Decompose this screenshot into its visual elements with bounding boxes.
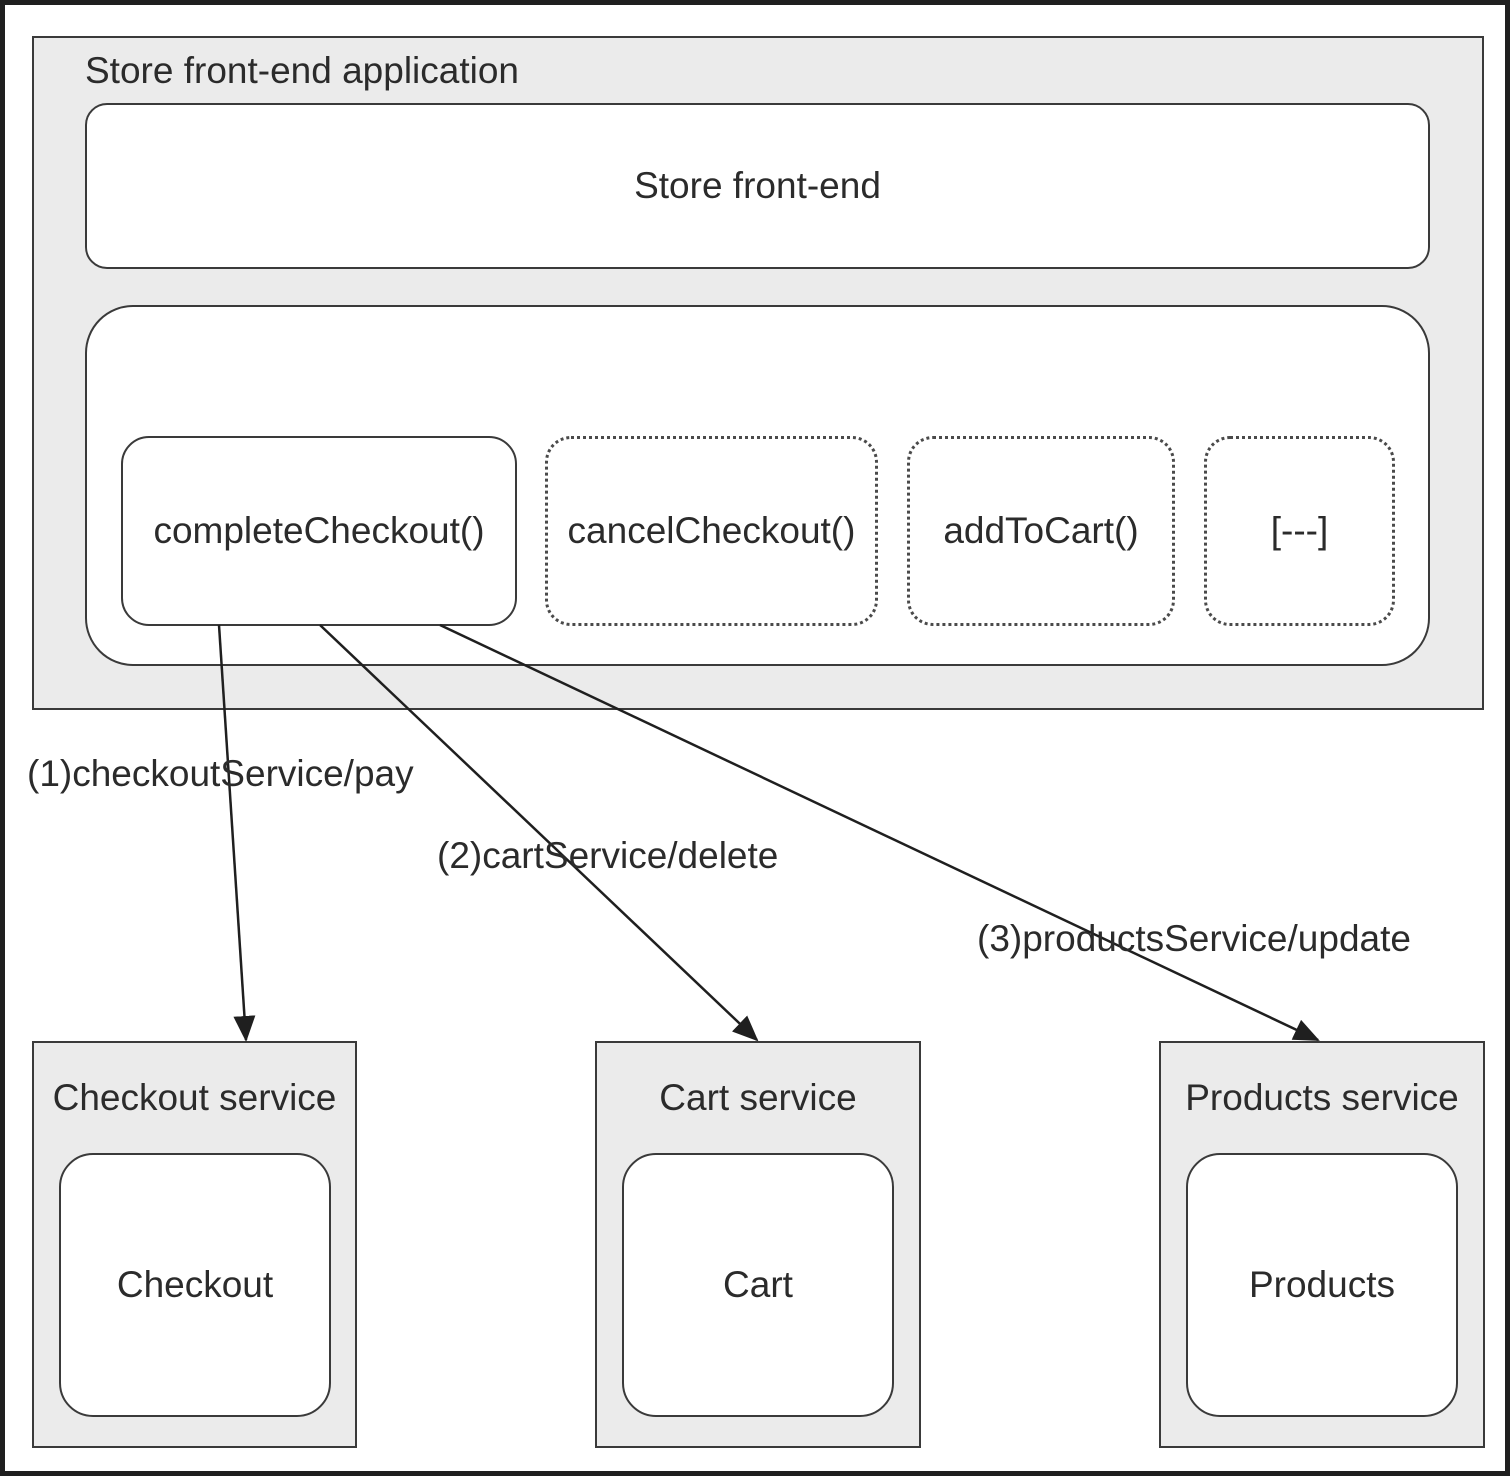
add-to-cart-box: addToCart()	[907, 436, 1175, 626]
cart-inner-label: Cart	[723, 1264, 793, 1305]
complete-checkout-label: completeCheckout()	[153, 510, 485, 551]
cancel-checkout-box: cancelCheckout()	[545, 436, 878, 626]
store-frontend-box: Store front-end	[85, 103, 1430, 269]
store-app-title: Store front-end application	[85, 50, 519, 91]
ellipsis-function-box: [---]	[1204, 436, 1395, 626]
call-label-checkout-pay: (1)checkoutService/pay	[27, 753, 414, 794]
products-inner-box: Products	[1186, 1153, 1458, 1417]
products-service-title: Products service	[1185, 1077, 1459, 1118]
store-frontend-label: Store front-end	[634, 165, 881, 206]
ellipsis-function-label: [---]	[1270, 510, 1329, 551]
call-label-cart-delete: (2)cartService/delete	[437, 835, 779, 876]
products-inner-label: Products	[1248, 1264, 1395, 1305]
add-to-cart-label: addToCart()	[943, 510, 1139, 551]
cancel-checkout-label: cancelCheckout()	[567, 510, 856, 551]
call-label-products-update: (3)productsService/update	[977, 918, 1411, 959]
complete-checkout-box: completeCheckout()	[121, 436, 517, 626]
checkout-service-title: Checkout service	[52, 1077, 337, 1118]
cart-service-title: Cart service	[659, 1077, 857, 1118]
cart-inner-box: Cart	[622, 1153, 894, 1417]
checkout-inner-label: Checkout	[116, 1264, 274, 1305]
checkout-inner-box: Checkout	[59, 1153, 331, 1417]
